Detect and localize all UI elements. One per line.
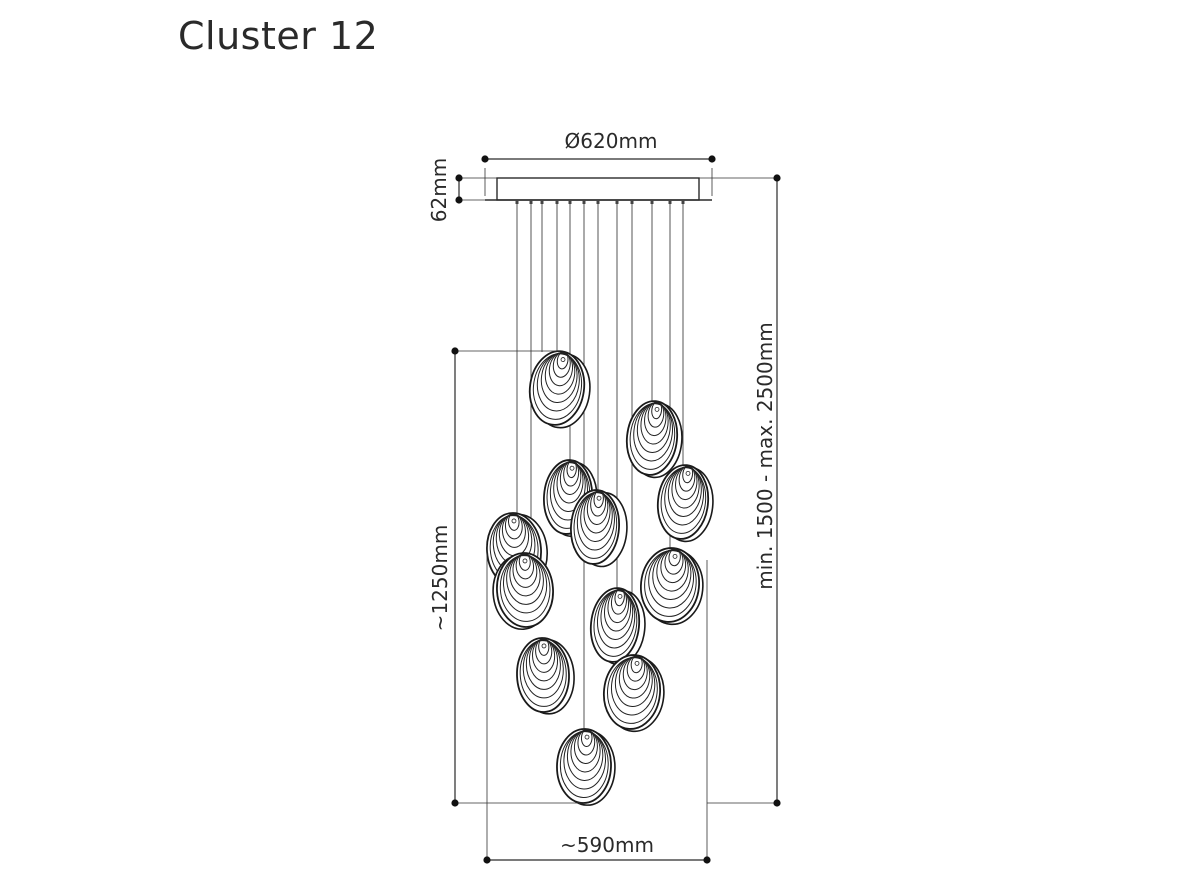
wire-anchor [540, 200, 544, 204]
cluster-height-label: ~1250mm [428, 525, 452, 632]
wire-anchor [615, 200, 619, 204]
wire-anchor [582, 200, 586, 204]
glass-pendant [602, 654, 665, 733]
wire-anchor [650, 200, 654, 204]
extension-lines [455, 168, 777, 860]
glass-pendant [528, 350, 591, 429]
glass-pendant [492, 552, 554, 631]
wire-anchor [529, 200, 533, 204]
glass-pendant [640, 547, 704, 626]
wire-anchor [515, 200, 519, 204]
wire-anchor [681, 200, 685, 204]
wire-anchor [630, 200, 634, 204]
page-title: Cluster 12 [178, 14, 379, 58]
ceiling-canopy [485, 177, 712, 201]
cluster-width-label: ~590mm [560, 833, 654, 857]
canopy-diameter-label: Ø620mm [565, 129, 658, 153]
glass-pendant [656, 464, 714, 543]
suspension-wires [515, 200, 685, 730]
wire-anchor [568, 200, 572, 204]
glass-pendant [516, 637, 575, 715]
glass-pendant [570, 489, 628, 568]
glass-pendant [589, 587, 646, 666]
pendant-cluster [486, 350, 714, 806]
wire-anchor [596, 200, 600, 204]
wire-anchor [555, 200, 559, 204]
glass-pendant [556, 728, 616, 806]
glass-pendant [625, 400, 683, 479]
dimension-lines [451, 155, 781, 864]
wire-anchor [668, 200, 672, 204]
overall-height-label: min. 1500 - max. 2500mm [753, 322, 777, 589]
canopy-height-label: 62mm [427, 158, 451, 222]
